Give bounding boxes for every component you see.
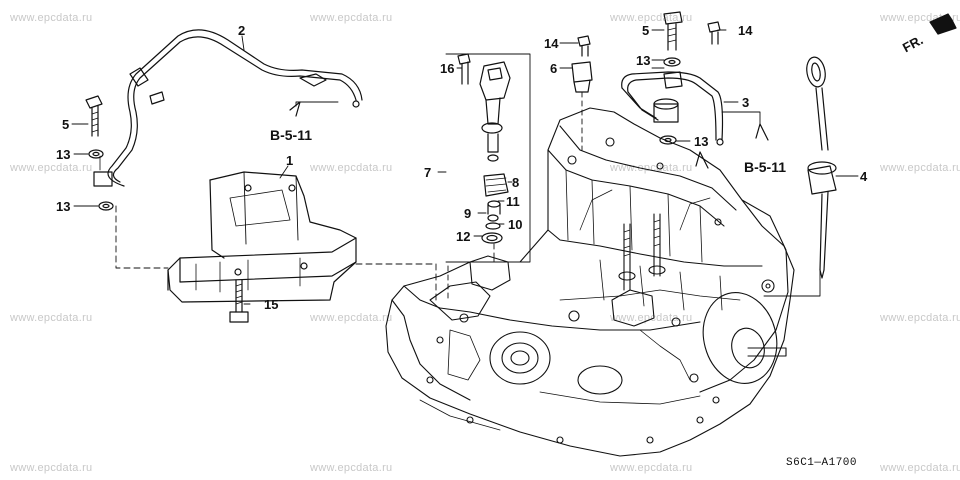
leader-lines xyxy=(71,29,859,305)
bolt-part-5-left xyxy=(85,95,103,137)
speed-sensor-part-6-assembly xyxy=(445,53,531,263)
bracket-part-1 xyxy=(167,171,357,303)
reference-label-left: B-5-11 xyxy=(270,127,313,143)
callout-14-right: 14 xyxy=(738,23,753,38)
bolt-part-5-top xyxy=(663,11,683,51)
watermark: www.epcdata.ru xyxy=(310,462,393,474)
callout-12: 12 xyxy=(456,229,471,244)
diagram-code: S6C1—A1700 xyxy=(786,457,858,469)
dipstick-part-4 xyxy=(806,56,837,279)
watermark: www.epcdata.ru xyxy=(10,162,93,174)
callout-13-left-a: 13 xyxy=(56,147,71,162)
watermark: www.epcdata.ru xyxy=(10,12,93,24)
callout-5-top: 5 xyxy=(642,23,650,38)
watermark: www.epcdata.ru xyxy=(610,462,693,474)
callout-4: 4 xyxy=(860,169,868,184)
watermark: www.epcdata.ru xyxy=(310,312,393,324)
watermark: www.epcdata.ru xyxy=(610,12,693,24)
watermark: www.epcdata.ru xyxy=(10,312,93,324)
callout-2: 2 xyxy=(238,23,246,38)
callout-11: 11 xyxy=(506,194,520,209)
bolt-part-15 xyxy=(229,279,249,323)
callout-13-top: 13 xyxy=(636,53,651,68)
watermark: www.epcdata.ru xyxy=(10,462,93,474)
bolt-part-14-left xyxy=(577,35,591,57)
reference-label-right: B-5-11 xyxy=(744,159,787,175)
watermark: www.epcdata.ru xyxy=(310,12,393,24)
front-direction-arrow xyxy=(929,13,957,35)
callout-7: 7 xyxy=(424,165,432,180)
watermark: www.epcdata.ru xyxy=(880,162,960,174)
sensor-part-6 xyxy=(571,61,593,111)
callout-6: 6 xyxy=(550,61,558,76)
bolt-part-14-top xyxy=(707,21,721,45)
callout-1: 1 xyxy=(286,153,294,168)
watermark: www.epcdata.ru xyxy=(880,462,960,474)
washer-part-13 xyxy=(98,201,114,211)
pipe-part-2 xyxy=(93,29,363,187)
callout-16: 16 xyxy=(440,61,455,76)
callout-13-left-b: 13 xyxy=(56,199,71,214)
callout-9: 9 xyxy=(464,206,472,221)
washer-part-13 xyxy=(663,57,681,67)
pipe-part-3 xyxy=(621,71,724,146)
callout-10: 10 xyxy=(508,217,523,232)
watermark: www.epcdata.ru xyxy=(610,162,693,174)
callout-3: 3 xyxy=(742,95,750,110)
arrow xyxy=(289,101,301,117)
washer-part-13 xyxy=(659,135,677,145)
transmission-case xyxy=(385,107,795,457)
watermark: www.epcdata.ru xyxy=(310,162,393,174)
washer-part-13 xyxy=(88,149,104,159)
callout-15: 15 xyxy=(264,297,279,312)
callout-13-right: 13 xyxy=(694,134,709,149)
callout-8: 8 xyxy=(512,175,520,190)
watermark: www.epcdata.ru xyxy=(880,312,960,324)
callout-5-left: 5 xyxy=(62,117,70,132)
callout-14-left: 14 xyxy=(544,36,559,51)
